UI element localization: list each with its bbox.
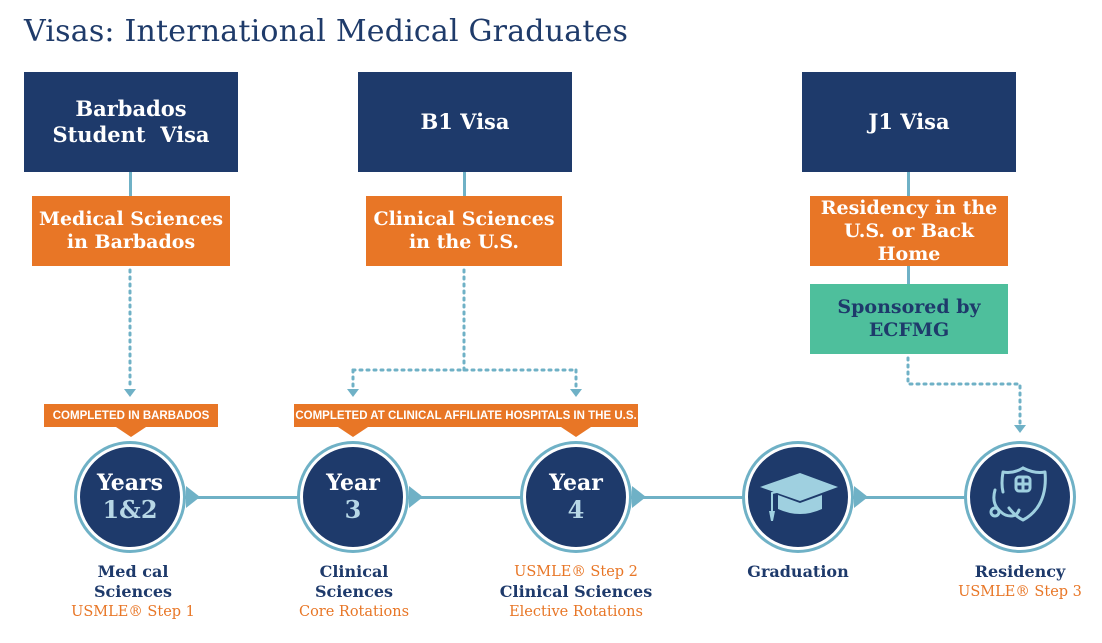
stage-exam: USMLE® Step 3 bbox=[958, 584, 1082, 600]
stage-label-graduation: Graduation bbox=[713, 562, 883, 582]
visa-label: J1 Visa bbox=[868, 109, 950, 134]
circle-big-text: 1&2 bbox=[102, 495, 158, 524]
stage-name-line1: Graduation bbox=[747, 562, 849, 581]
stage-circle-residency bbox=[967, 444, 1073, 550]
stage-name-line2: Sciences bbox=[93, 582, 173, 601]
banner-pointer bbox=[338, 427, 368, 437]
sponsor-label-line1: Sponsored by bbox=[837, 296, 981, 318]
phase-label-line1: Medical Sciences bbox=[38, 208, 224, 230]
visa-box-barbados-student: Barbados Student Visa bbox=[24, 72, 238, 172]
circle-big-text: 4 bbox=[567, 495, 585, 524]
stage-exam: USMLE® Step 2 bbox=[514, 564, 638, 580]
stage-arrow bbox=[854, 486, 868, 508]
stage-detail: Core Rotations bbox=[298, 604, 410, 620]
stage-label-clinical-core: Clinical Sciences Core Rotations bbox=[269, 562, 439, 622]
connector-line bbox=[129, 172, 132, 196]
medical-shield-stethoscope-icon bbox=[989, 466, 1047, 522]
sponsor-box-ecfmg: Sponsored by ECFMG bbox=[810, 284, 1008, 354]
phase-label-line2: U.S. or Back Home bbox=[843, 219, 975, 265]
stage-name-line2: Sciences bbox=[314, 582, 394, 601]
dotted-path-j1 bbox=[906, 356, 1022, 426]
stage-name-line1: Residency bbox=[974, 562, 1066, 581]
arrowhead bbox=[347, 389, 359, 397]
stage-name-line1: Clinical bbox=[319, 562, 389, 581]
connector-line bbox=[463, 172, 466, 196]
arrowhead bbox=[1014, 425, 1026, 433]
arrowhead bbox=[570, 389, 582, 397]
stage-circle-years-1-2: Years 1&2 bbox=[77, 444, 183, 550]
phase-box-residency: Residency in the U.S. or Back Home bbox=[810, 196, 1008, 266]
phase-label-line2: in the U.S. bbox=[408, 231, 520, 253]
stage-arrow bbox=[632, 486, 646, 508]
stage-label-clinical-elective: USMLE® Step 2 Clinical Sciences Elective… bbox=[491, 562, 661, 622]
stage-label-med-sciences: Med cal Sciences USMLE® Step 1 bbox=[48, 562, 218, 622]
phase-label-line2: in Barbados bbox=[66, 231, 196, 253]
banner-pointer bbox=[116, 427, 146, 437]
stage-detail: Elective Rotations bbox=[509, 604, 643, 620]
circle-top-text: Year bbox=[549, 470, 603, 496]
stage-label-residency: Residency USMLE® Step 3 bbox=[935, 562, 1102, 602]
visa-label-line2: Student Visa bbox=[52, 122, 210, 147]
stage-arrow bbox=[186, 486, 200, 508]
banner-completed-clinical-affiliates: COMPLETED AT CLINICAL AFFILIATE HOSPITAL… bbox=[294, 404, 638, 427]
stage-name-line1: Clinical Sciences bbox=[499, 582, 653, 601]
graduation-cap-icon bbox=[760, 473, 838, 521]
page-title: Visas: International Medical Graduates bbox=[24, 14, 629, 49]
phase-label-line1: Residency in the bbox=[820, 196, 998, 219]
phase-box-medical-sciences: Medical Sciences in Barbados bbox=[32, 196, 230, 266]
stage-circle-year-3: Year 3 bbox=[300, 444, 406, 550]
visa-label: B1 Visa bbox=[420, 109, 510, 134]
stage-name-line1: Med cal bbox=[97, 562, 169, 581]
stage-circle-graduation bbox=[745, 444, 851, 550]
visa-label-line1: Barbados bbox=[75, 96, 187, 121]
connector-line bbox=[907, 172, 910, 196]
visa-box-j1: J1 Visa bbox=[802, 72, 1016, 172]
circle-big-text: 3 bbox=[344, 495, 362, 524]
phase-box-clinical-sciences: Clinical Sciences in the U.S. bbox=[366, 196, 562, 266]
circle-top-text: Years bbox=[96, 470, 164, 496]
stage-exam: USMLE® Step 1 bbox=[71, 604, 195, 620]
phase-label-line1: Clinical Sciences bbox=[373, 208, 555, 230]
arrowhead bbox=[124, 389, 136, 397]
circle-top-text: Year bbox=[326, 470, 380, 496]
banner-pointer bbox=[561, 427, 591, 437]
sponsor-label-line2: ECFMG bbox=[868, 319, 950, 341]
stage-circle-year-4: Year 4 bbox=[523, 444, 629, 550]
visa-box-b1: B1 Visa bbox=[358, 72, 572, 172]
stage-arrow bbox=[409, 486, 423, 508]
connector-line bbox=[907, 266, 910, 284]
banner-completed-barbados: COMPLETED IN BARBADOS bbox=[44, 404, 218, 427]
